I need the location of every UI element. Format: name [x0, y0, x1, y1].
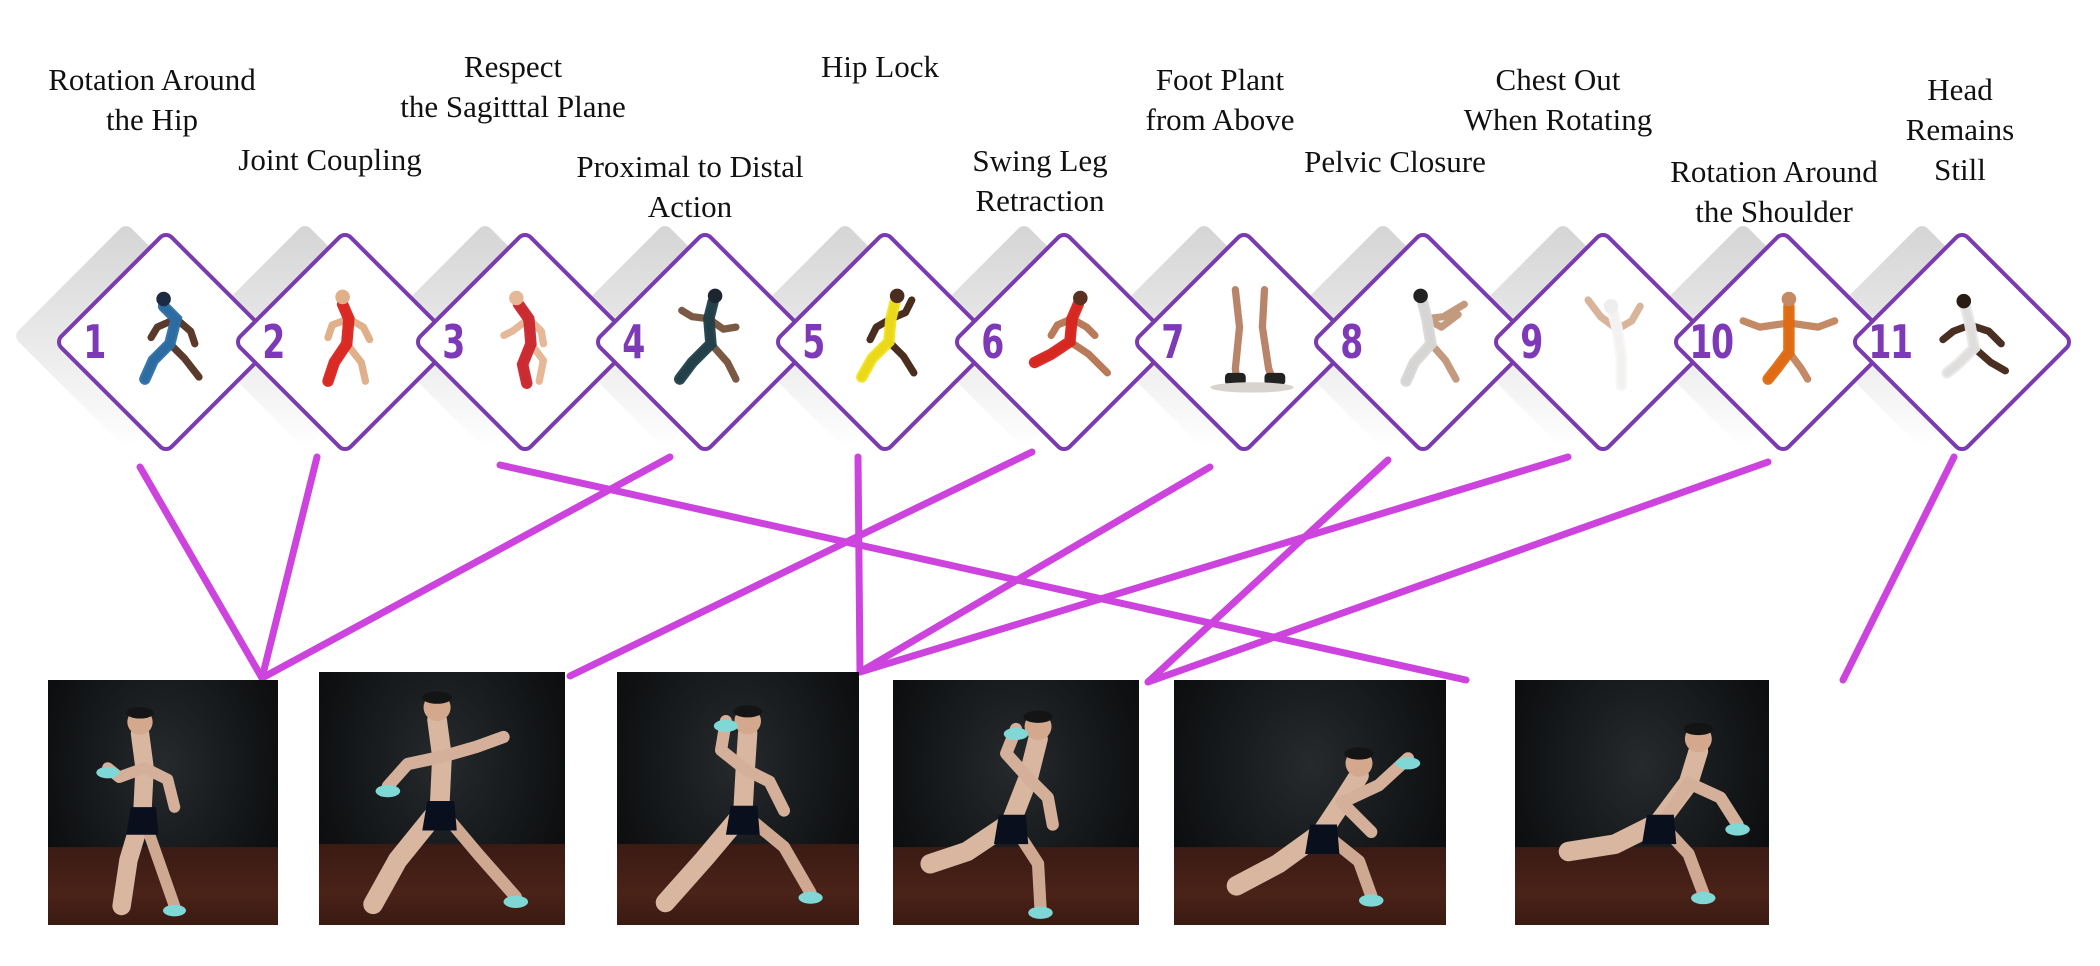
principle-3-label: Respect the Sagitttal Plane	[400, 49, 626, 124]
principle-2-athlete	[301, 283, 405, 398]
principle-9-athlete	[1559, 283, 1663, 398]
principle-8-label: Pelvic Closure	[1304, 144, 1486, 179]
athlete-figure-10	[1739, 291, 1839, 385]
principle-11-label: Head Remains Still	[1905, 72, 2015, 187]
athlete-figure-7	[1210, 286, 1294, 393]
pitching-phase-photo-3	[617, 672, 859, 925]
principle-11-athlete	[1918, 283, 2022, 398]
connector-8-to-phase-4	[1144, 456, 1392, 686]
athlete-figure-4	[674, 288, 740, 385]
mound-floor	[617, 844, 859, 925]
athlete-figure-3	[500, 290, 548, 389]
mound-floor	[319, 844, 565, 925]
principle-10-athlete	[1739, 283, 1843, 398]
principle-10-number: 10	[1689, 315, 1734, 369]
principle-11-number: 11	[1868, 315, 1913, 369]
pitching-phase-photo-4	[893, 680, 1139, 925]
connector-5-to-phase-3	[854, 453, 864, 676]
principle-2-label: Joint Coupling	[238, 142, 422, 177]
principle-7-number: 7	[1161, 315, 1184, 369]
connector-7-to-phase-3	[856, 463, 1214, 676]
connector-9-to-phase-3	[856, 453, 1572, 676]
principle-4-athlete	[661, 283, 765, 398]
principle-9-number: 9	[1520, 315, 1543, 369]
principle-4-label: Proximal to Distal Action	[576, 149, 804, 224]
principle-8-number: 8	[1340, 315, 1363, 369]
principle-7-athlete	[1200, 283, 1304, 398]
principle-8-athlete	[1379, 283, 1483, 398]
pitching-phase-photo-6	[1515, 680, 1769, 925]
pitching-phase-photo-2	[319, 672, 565, 925]
principle-3-number: 3	[442, 315, 465, 369]
athlete-figure-1	[139, 291, 203, 385]
athlete-figure-9	[1584, 296, 1644, 392]
principle-7-label: Foot Plant from Above	[1145, 62, 1295, 137]
athlete-figure-6	[1028, 290, 1111, 377]
connector-10-to-phase-4	[1144, 458, 1772, 686]
principle-1-label: Rotation Around the Hip	[48, 62, 256, 137]
principle-10-label: Rotation Around the Shoulder	[1670, 154, 1878, 229]
connector-11-to-phase-6	[1839, 453, 1958, 684]
pitcher-figure	[363, 691, 529, 915]
principle-4-number: 4	[622, 315, 645, 369]
principle-6-label: Swing Leg Retraction	[972, 143, 1108, 218]
connector-4-to-phase-1	[258, 453, 674, 682]
mound-floor	[1174, 846, 1446, 925]
connector-3-to-phase-5	[496, 461, 1470, 684]
athlete-figure-8	[1400, 288, 1468, 387]
pitcher-figure	[1226, 747, 1421, 907]
pitcher-figure	[1558, 722, 1750, 905]
principle-3-athlete	[481, 283, 585, 398]
connector-2-to-phase-1	[258, 453, 321, 682]
athlete-figure-5	[856, 288, 918, 383]
pitcher-figure	[655, 705, 823, 913]
principle-1-number: 1	[83, 315, 106, 369]
principle-5-athlete	[841, 283, 945, 398]
principle-1-athlete	[122, 283, 226, 398]
pitcher-figure	[920, 710, 1059, 919]
mound-floor	[1515, 846, 1769, 925]
pitching-phase-photo-5	[1174, 680, 1446, 925]
connector-6-to-phase-2	[566, 448, 1036, 680]
pitcher-figure	[96, 707, 186, 917]
principle-9-label: Chest Out When Rotating	[1463, 62, 1653, 137]
principle-6-athlete	[1020, 283, 1124, 398]
pitching-phase-photo-1	[48, 680, 278, 925]
principle-5-label: Hip Lock	[821, 49, 939, 84]
principle-2-number: 2	[262, 315, 285, 369]
athlete-figure-11	[1939, 293, 2009, 379]
principle-6-number: 6	[981, 315, 1004, 369]
connector-1-to-phase-1	[136, 463, 266, 682]
principle-5-number: 5	[802, 315, 825, 369]
athlete-figure-2	[322, 289, 374, 387]
